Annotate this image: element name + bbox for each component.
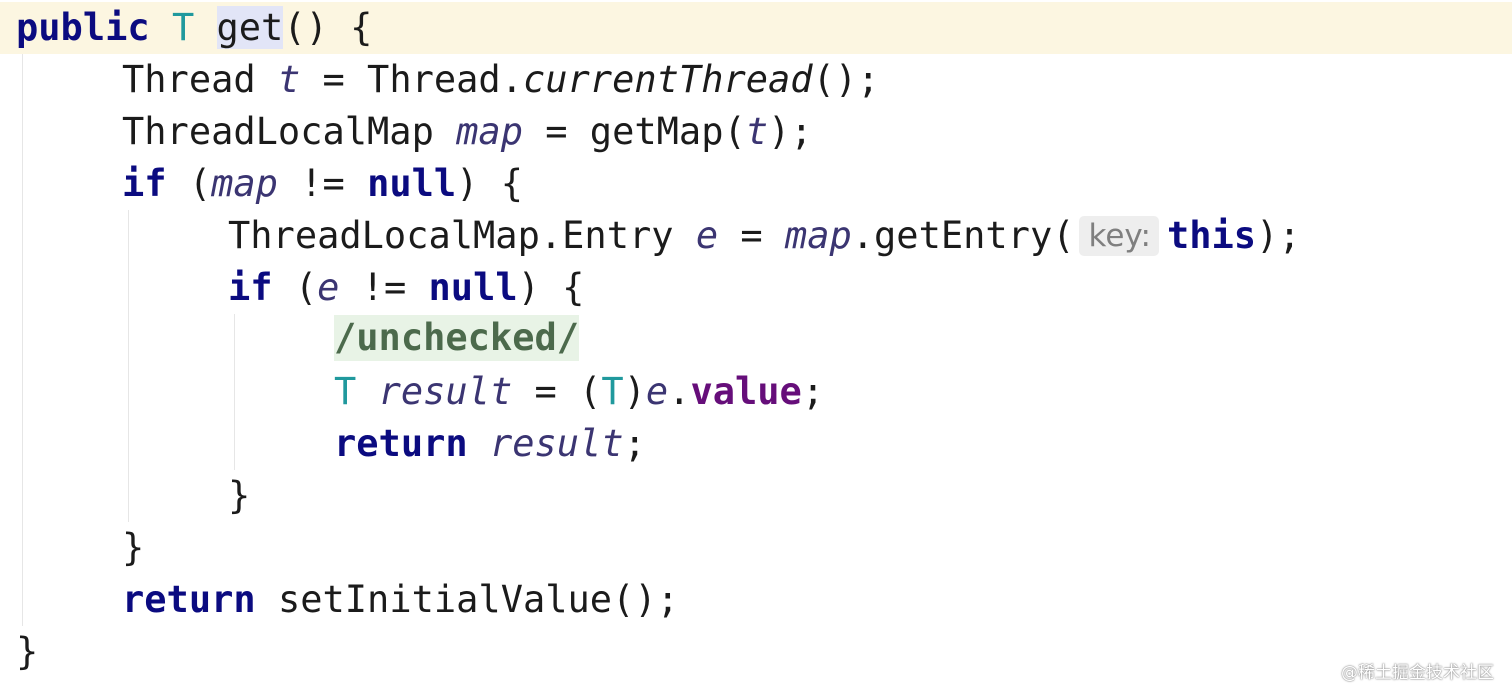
keyword: if — [228, 266, 273, 309]
code-text: (); — [612, 578, 679, 621]
code-text: () { — [283, 6, 373, 49]
indent-guide — [234, 314, 236, 470]
keyword: return — [334, 422, 468, 465]
keyword: this — [1166, 214, 1257, 257]
keyword: null — [428, 266, 518, 309]
code-text: != — [339, 266, 429, 309]
code-text: ); — [1256, 214, 1301, 257]
code-text: . — [668, 370, 691, 413]
code-text: .getEntry( — [851, 214, 1075, 257]
local-var: t — [277, 58, 301, 101]
local-var: map — [456, 110, 523, 153]
code-line-3[interactable]: ThreadLocalMap map = getMap(t); — [0, 106, 1512, 158]
keyword: if — [122, 162, 167, 205]
code-text: ; — [623, 422, 646, 465]
keyword: null — [367, 162, 457, 205]
type-name: ThreadLocalMap — [122, 110, 434, 153]
code-text: = Thread. — [300, 58, 523, 101]
code-line-13[interactable]: } — [0, 626, 1512, 678]
local-var: map — [784, 214, 852, 257]
local-var: e — [695, 214, 719, 257]
code-line-12[interactable]: return setInitialValue(); — [0, 574, 1512, 626]
code-line-11[interactable]: } — [0, 522, 1512, 574]
keyword: return — [122, 578, 256, 621]
method-call: setInitialValue — [277, 578, 613, 621]
code-line-6[interactable]: if (e != null) { — [0, 262, 1512, 314]
local-var: e — [317, 266, 340, 309]
type-name: Thread — [122, 58, 256, 101]
local-var: map — [211, 162, 278, 205]
code-line-5[interactable]: ThreadLocalMap.Entry e = map.getEntry(ke… — [0, 210, 1512, 262]
code-text: ) { — [456, 162, 523, 205]
local-var: t — [745, 110, 769, 153]
code-text: ); — [768, 110, 813, 153]
parameter-hint: key: — [1078, 216, 1159, 256]
keyword: public — [16, 6, 150, 49]
code-line-1[interactable]: public T get() { — [0, 2, 1512, 54]
closing-brace: } — [16, 630, 39, 673]
code-text: = ( — [512, 370, 602, 413]
type-param: T — [601, 370, 624, 413]
local-var: result — [489, 422, 624, 465]
code-line-8[interactable]: T result = (T)e.value; — [0, 366, 1512, 418]
method-name: get — [216, 6, 284, 49]
type-param: T — [334, 370, 357, 413]
code-text: != — [277, 162, 368, 205]
code-line-7[interactable]: /unchecked/ — [0, 314, 1512, 366]
code-text: = getMap( — [522, 110, 746, 153]
comment: /unchecked/ — [334, 315, 580, 361]
code-line-4[interactable]: if (map != null) { — [0, 158, 1512, 210]
code-text: = — [718, 214, 785, 257]
indent-guide — [22, 54, 24, 626]
type-param: T — [171, 6, 195, 49]
code-text: ) { — [517, 266, 585, 309]
field: value — [690, 370, 802, 413]
code-text: (); — [812, 58, 880, 101]
indent-guide — [128, 210, 130, 522]
static-call: currentThread — [522, 58, 813, 101]
code-text: ( — [272, 266, 318, 309]
type-name: ThreadLocalMap.Entry — [228, 214, 674, 257]
local-var: result — [378, 370, 513, 413]
watermark: @稀土掘金技术社区 — [1341, 663, 1494, 683]
closing-brace: } — [228, 474, 251, 517]
local-var: e — [645, 370, 669, 413]
code-text: ( — [166, 162, 212, 205]
code-text: ) — [623, 370, 646, 413]
code-line-10[interactable]: } — [0, 470, 1512, 522]
code-text: ; — [801, 370, 825, 413]
code-line-2[interactable]: Thread t = Thread.currentThread(); — [0, 54, 1512, 106]
closing-brace: } — [122, 526, 145, 569]
code-line-9[interactable]: return result; — [0, 418, 1512, 470]
